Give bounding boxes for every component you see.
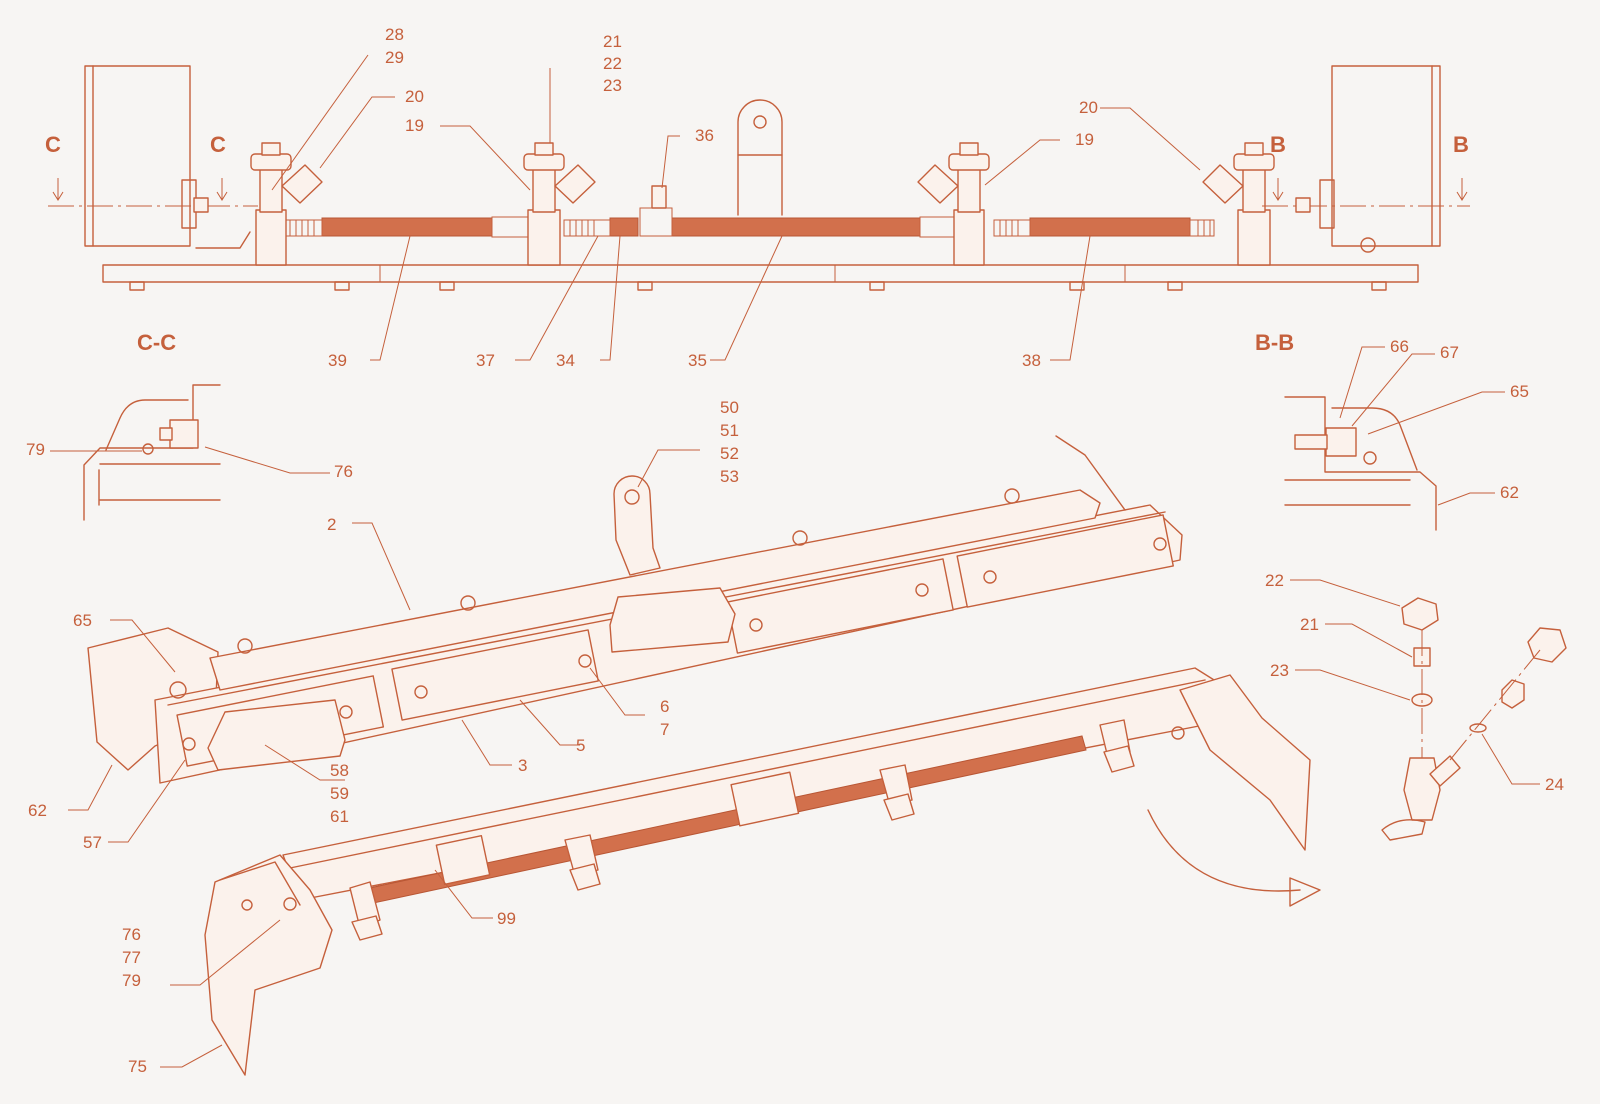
callout: 22 (603, 54, 622, 73)
center-bracket (737, 99, 783, 216)
callout: 79 (122, 971, 141, 990)
callout: 75 (128, 1057, 147, 1076)
callout: 21 (603, 32, 622, 51)
callout: 20 (1079, 98, 1098, 117)
callout: 51 (720, 421, 739, 440)
callout: 24 (1545, 775, 1564, 794)
top-view: C C B B 28 29 20 21 22 23 19 36 20 19 39 (45, 25, 1470, 370)
callout: 36 (695, 126, 714, 145)
callout: 65 (1510, 382, 1529, 401)
section-mark-c-left: C (45, 132, 61, 157)
nozzle-body-4 (1202, 142, 1275, 266)
top-base-plate (102, 264, 1419, 283)
callout: 65 (73, 611, 92, 630)
callout: 58 (330, 761, 349, 780)
section-mark-b-right: B (1453, 132, 1469, 157)
callout: 53 (720, 467, 739, 486)
hose-39 (321, 217, 493, 237)
callout: 2 (327, 515, 336, 534)
callout: 99 (497, 909, 516, 928)
callout: 28 (385, 25, 404, 44)
hose-38 (1029, 217, 1191, 237)
left-end-box (84, 65, 191, 247)
callout: 23 (1270, 661, 1289, 680)
callout: 23 (603, 76, 622, 95)
callout: 21 (1300, 615, 1319, 634)
callout: 57 (83, 833, 102, 852)
callout: 66 (1390, 337, 1409, 356)
assembly-lower: 99 76 77 79 75 (122, 667, 1321, 1076)
callout: 52 (720, 444, 739, 463)
callout: 76 (122, 925, 141, 944)
nozzle-body-2 (523, 142, 596, 266)
callout: 62 (28, 801, 47, 820)
callout: 29 (385, 48, 404, 67)
callout: 3 (518, 756, 527, 775)
callout: 62 (1500, 483, 1519, 502)
callout: 5 (576, 736, 585, 755)
callout: 50 (720, 398, 739, 417)
section-b-b: B-B 66 67 65 62 (1255, 330, 1529, 531)
nozzle-body-3 (917, 142, 990, 266)
callout: 38 (1022, 351, 1041, 370)
callout: 19 (405, 116, 424, 135)
callout: 39 (328, 351, 347, 370)
section-title-cc: C-C (137, 330, 176, 355)
callout: 77 (122, 948, 141, 967)
callout: 59 (330, 784, 349, 803)
callout: 61 (330, 807, 349, 826)
hose-35 (671, 217, 921, 237)
valve-36 (651, 185, 667, 209)
section-c-c: C-C 79 76 (26, 330, 353, 521)
rotation-arrow (1147, 809, 1301, 892)
assembly-upper: 50 51 52 53 2 65 6 7 5 3 58 59 61 62 57 (28, 398, 1183, 852)
right-end-box (1331, 65, 1441, 247)
callout: 19 (1075, 130, 1094, 149)
section-mark-b-left: B (1270, 132, 1286, 157)
section-title-bb: B-B (1255, 330, 1294, 355)
callout: 6 (660, 697, 669, 716)
callout: 22 (1265, 571, 1284, 590)
nozzle-detail: 22 21 23 24 (1265, 571, 1567, 841)
callout: 37 (476, 351, 495, 370)
callout: 79 (26, 440, 45, 459)
callout: 35 (688, 351, 707, 370)
callout: 67 (1440, 343, 1459, 362)
nozzle-body-1 (250, 142, 323, 266)
hose-34 (609, 217, 639, 237)
callout: 34 (556, 351, 575, 370)
callout: 7 (660, 720, 669, 739)
callout: 20 (405, 87, 424, 106)
section-mark-c-right: C (210, 132, 226, 157)
callout: 76 (334, 462, 353, 481)
